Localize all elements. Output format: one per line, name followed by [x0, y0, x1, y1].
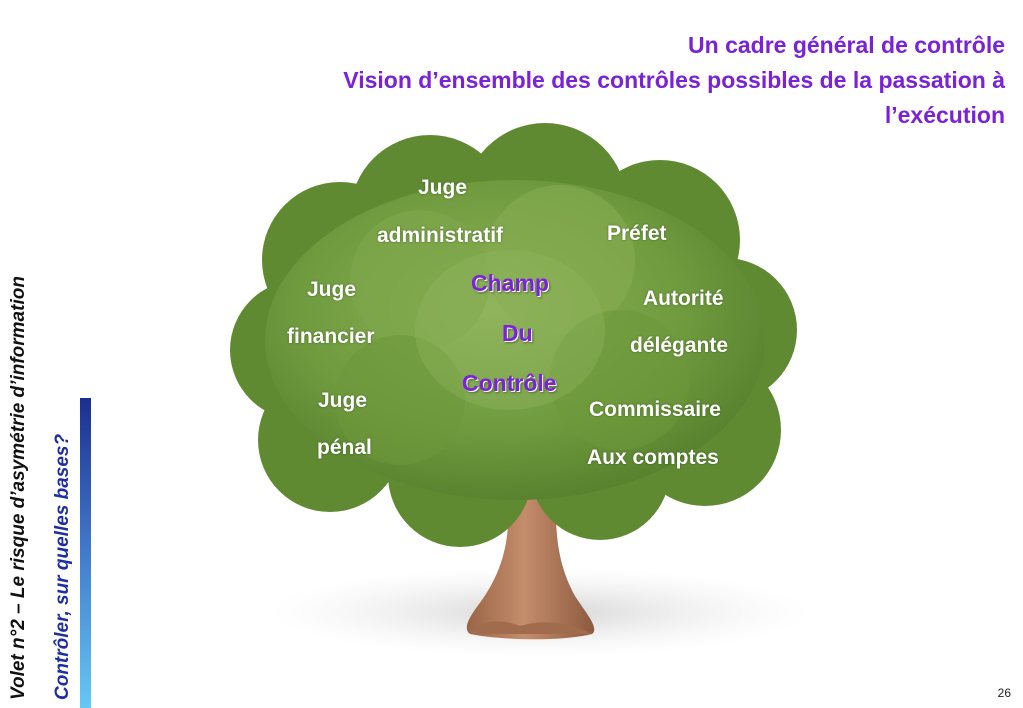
gradient-side-bar: [80, 398, 91, 708]
tree-foliage: [230, 123, 797, 547]
slide-title: Un cadre général de contrôle Vision d’en…: [185, 28, 1005, 133]
center-label-du: Du: [502, 320, 533, 346]
page-number: 26: [997, 686, 1011, 700]
label-commissaire-1: Commissaire: [589, 398, 721, 421]
title-line-3: l’exécution: [884, 102, 1005, 128]
label-juge-administratif-1: Juge: [418, 176, 468, 199]
label-juge-financier-2: financier: [287, 325, 375, 348]
center-label-champ: Champ: [471, 270, 549, 296]
center-label-controle: Contrôle: [462, 370, 557, 396]
label-juge-penal-1: Juge: [318, 389, 368, 412]
label-prefet: Préfet: [607, 222, 667, 245]
title-line-1: Un cadre général de contrôle: [688, 32, 1005, 58]
label-autorite-delegante-1: Autorité: [643, 287, 724, 310]
label-autorite-delegante-2: délégante: [630, 334, 729, 357]
tree-trunk: [466, 470, 595, 640]
label-juge-penal-2: pénal: [317, 436, 372, 459]
title-line-2: Vision d’ensemble des contrôles possible…: [343, 67, 1005, 93]
label-juge-financier-1: Juge: [307, 278, 357, 301]
trunk-root: [470, 621, 592, 634]
label-commissaire-2: Aux comptes: [587, 446, 719, 469]
label-juge-administratif-2: administratif: [377, 224, 504, 247]
